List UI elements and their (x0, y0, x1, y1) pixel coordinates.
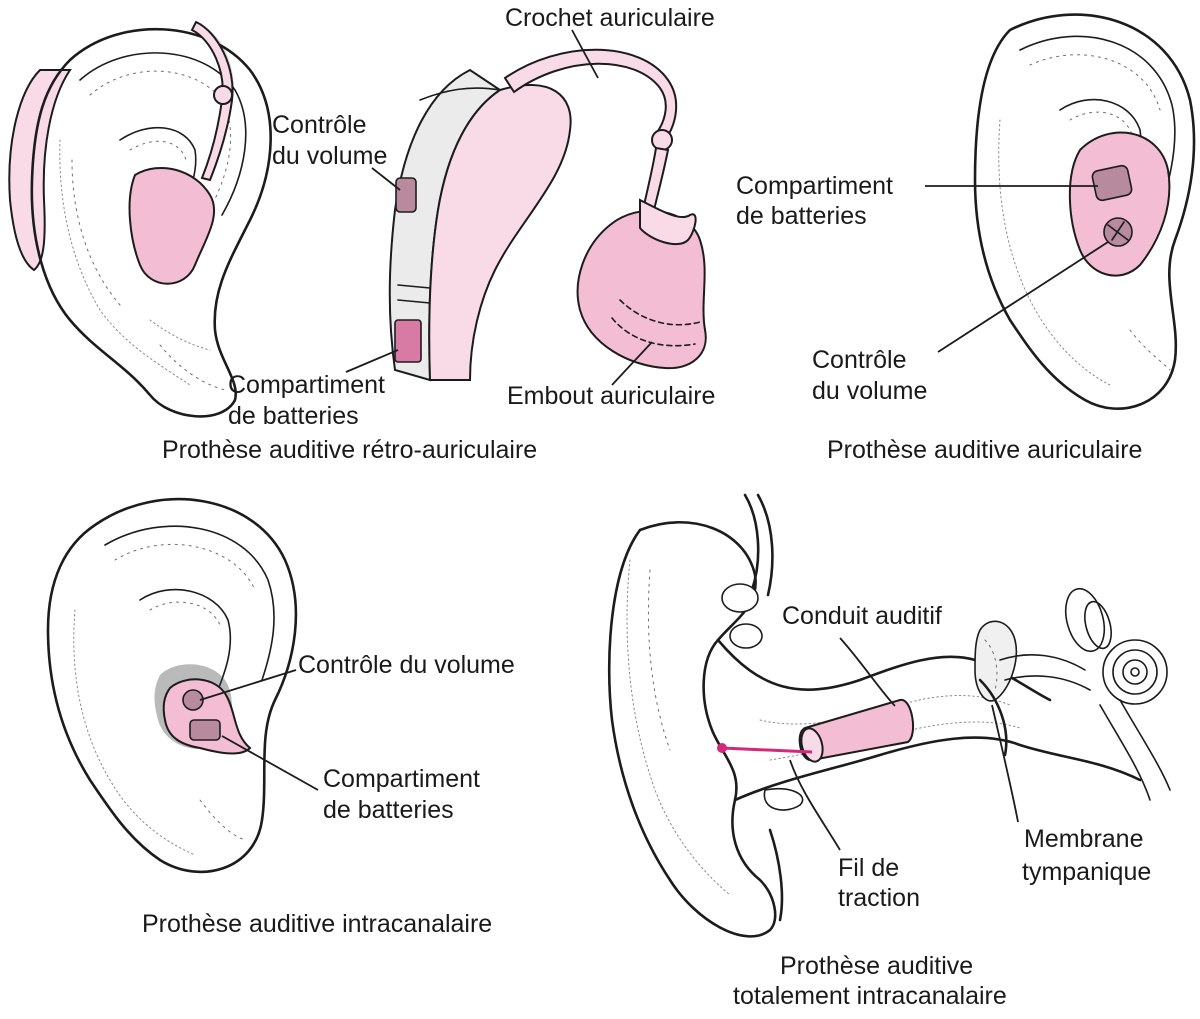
label-ite-battery-1: Compartiment (736, 172, 893, 200)
cic-pull-wire (721, 746, 813, 754)
label-bte-volume-1: Contrôle (272, 111, 367, 139)
itc-battery-door (189, 719, 221, 741)
label-eardrum-1: Membrane (1024, 825, 1144, 853)
label-pull-2: traction (838, 884, 920, 912)
label-earhook: Crochet auriculaire (505, 4, 715, 32)
leader-bte-volume (371, 167, 401, 191)
leader-eardrum (991, 704, 1019, 823)
label-itc-battery-1: Compartiment (323, 765, 480, 793)
label-canal: Conduit auditif (782, 602, 942, 630)
label-ite-battery-2: de batteries (736, 202, 867, 230)
label-bte-battery-2: de batteries (228, 402, 359, 430)
leader-pull-wire (789, 759, 841, 851)
ear-itc-illustration (46, 497, 298, 874)
leader-ite-volume (937, 241, 1109, 353)
bte-device (388, 48, 707, 382)
ear-bte-illustration (8, 20, 272, 418)
label-itc-battery-2: de batteries (323, 796, 454, 824)
leader-itc-volume (199, 669, 297, 701)
ite-shell (1068, 131, 1171, 277)
label-itc-volume: Contrôle du volume (298, 651, 515, 679)
leader-earhook (571, 29, 599, 79)
label-ite-volume-1: Contrôle (812, 346, 907, 374)
label-pull-1: Fil de (838, 854, 899, 882)
caption-bte: Prothèse auditive rétro-auriculaire (162, 436, 537, 464)
bte-volume-button (395, 177, 417, 213)
ear-cic-cross-section (607, 493, 1171, 938)
leader-canal (839, 637, 896, 707)
leader-bte-battery (345, 349, 399, 373)
caption-ite: Prothèse auditive auriculaire (827, 436, 1142, 464)
cic-device (798, 699, 915, 761)
label-bte-battery-1: Compartiment (228, 371, 385, 399)
label-bte-volume-2: du volume (272, 142, 387, 170)
leader-itc-battery (221, 735, 319, 791)
label-ite-volume-2: du volume (812, 377, 927, 405)
leader-earmold (611, 341, 653, 386)
ear-ite-illustration (973, 13, 1196, 410)
caption-cic-1: Prothèse auditive (780, 952, 973, 980)
ite-battery-door (1091, 164, 1133, 202)
caption-itc: Prothèse auditive intracanalaire (142, 910, 492, 938)
bte-battery-door (394, 319, 422, 363)
label-eardrum-2: tympanique (1022, 858, 1151, 886)
caption-cic-2: totalement intracanalaire (733, 982, 1007, 1010)
label-earmold: Embout auriculaire (507, 382, 715, 410)
cic-pull-wire-knob (717, 743, 727, 753)
